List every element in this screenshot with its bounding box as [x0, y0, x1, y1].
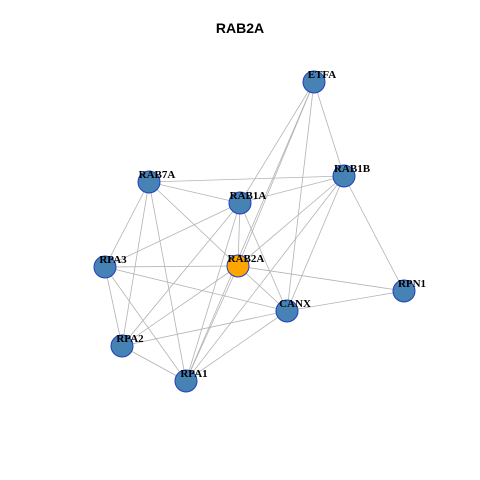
- edge-rab7a-rpa1: [148, 181, 187, 382]
- node-label-rab1a: RAB1A: [230, 190, 267, 202]
- edge-rab1b-rpa1: [185, 175, 345, 382]
- node-circle-canx: [275, 299, 299, 323]
- edge-etfa-canx: [286, 81, 315, 312]
- node-circle-rpa3: [93, 255, 117, 279]
- node-circle-rab2a: [226, 254, 250, 278]
- node-rab1b: RAB1B: [332, 163, 371, 188]
- node-circle-rab1b: [332, 164, 356, 188]
- edge-rab1b-rab2a: [237, 175, 345, 267]
- edge-rab7a-rpa2: [121, 181, 150, 347]
- node-circle-rab1a: [228, 191, 252, 215]
- edge-rpa3-rpa2: [104, 266, 123, 347]
- node-rab2a: RAB2A: [226, 253, 265, 278]
- edge-layer: [104, 81, 405, 382]
- node-circle-rpa1: [174, 369, 198, 393]
- node-circle-rpn1: [392, 279, 416, 303]
- edge-canx-rpa2: [121, 310, 288, 347]
- node-label-rab7a: RAB7A: [139, 169, 176, 181]
- edge-rpa3-rpa1: [104, 266, 187, 382]
- node-label-rpn1: RPN1: [398, 278, 426, 290]
- node-rpa1: RPA1: [174, 368, 208, 393]
- edge-etfa-rab2a: [237, 81, 315, 267]
- edge-rab7a-rab1a: [148, 181, 241, 204]
- edge-rab1a-rpa1: [185, 202, 241, 382]
- edge-etfa-rab1a: [239, 81, 315, 204]
- edge-rpa3-rab2a: [104, 265, 239, 268]
- edge-rab7a-rab1b: [148, 175, 345, 183]
- node-label-etfa: ETFA: [308, 69, 337, 81]
- edge-rab2a-rpa2: [121, 265, 239, 347]
- edge-rab1b-canx: [286, 175, 345, 312]
- node-label-rab1b: RAB1B: [334, 163, 371, 175]
- node-rpa3: RPA3: [93, 254, 127, 279]
- edge-rab7a-rpa3: [104, 181, 150, 268]
- edge-rab2a-rpa1: [185, 265, 239, 382]
- edge-rab1a-canx: [239, 202, 288, 312]
- node-label-rpa3: RPA3: [99, 254, 127, 266]
- edge-rab1a-rpa3: [104, 202, 241, 268]
- node-label-canx: CANX: [279, 298, 311, 310]
- node-rpa2: RPA2: [110, 333, 144, 358]
- node-circle-rpa2: [110, 334, 134, 358]
- edge-rab7a-rab2a: [148, 181, 239, 267]
- edge-etfa-rpa1: [185, 81, 315, 382]
- edge-rab1a-rpa2: [121, 202, 241, 347]
- edge-rab1b-rpn1: [343, 175, 405, 292]
- edge-rab2a-rpn1: [237, 265, 405, 292]
- node-rab1a: RAB1A: [228, 190, 267, 215]
- edge-rpa3-canx: [104, 266, 288, 312]
- edge-canx-rpa1: [185, 310, 288, 382]
- node-label-rpa2: RPA2: [116, 333, 144, 345]
- node-rpn1: RPN1: [392, 278, 426, 303]
- node-canx: CANX: [275, 298, 311, 323]
- node-circle-etfa: [302, 70, 326, 94]
- edge-rpn1-canx: [286, 290, 405, 312]
- node-label-rpa1: RPA1: [180, 368, 207, 380]
- node-label-rab2a: RAB2A: [228, 253, 265, 265]
- node-circle-rab7a: [137, 170, 161, 194]
- edge-etfa-rab1b: [313, 81, 345, 177]
- edge-rpa2-rpa1: [121, 345, 187, 382]
- edge-rab1b-rab1a: [239, 175, 345, 204]
- node-etfa: ETFA: [302, 69, 337, 94]
- node-rab7a: RAB7A: [137, 169, 176, 194]
- graph-title: RAB2A: [215, 20, 265, 36]
